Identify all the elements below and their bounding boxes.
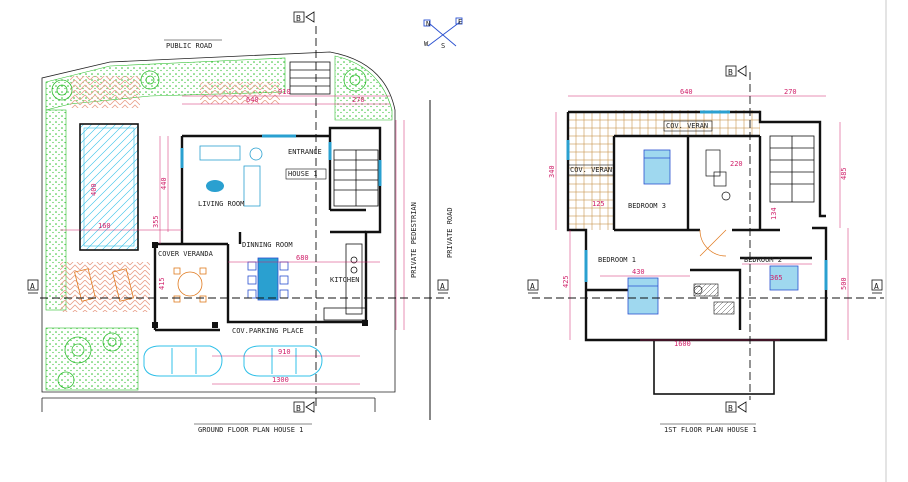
- dim-ff-top-a: 640: [680, 88, 693, 96]
- ff-section-letter-a-right: A: [874, 282, 879, 291]
- dim-ff-small-a: 125: [592, 200, 605, 208]
- tree-icons: [51, 68, 367, 389]
- room-label-parking: COV.PARKING PLACE: [232, 327, 304, 335]
- dim-bottom-a: 910: [278, 348, 291, 356]
- dim-bottom-b: 1300: [272, 376, 289, 384]
- dining-table-icon: [247, 257, 289, 301]
- public-road-label: PUBLIC ROAD: [166, 42, 212, 50]
- dim-ff-right-b: 500: [840, 277, 848, 290]
- room-label-dining: DINNING ROOM: [242, 241, 293, 249]
- first-marker-b-bottom: [725, 401, 747, 413]
- section-marker-a-left: [27, 279, 39, 294]
- house-walls: [153, 126, 382, 332]
- private-pedestrian-label: PRIVATE PEDESTRIAN: [410, 202, 418, 278]
- swimming-pool: [79, 123, 139, 251]
- first-section-lines: [532, 72, 884, 400]
- dim-dining: 680: [296, 254, 309, 262]
- compass-e: E: [458, 18, 462, 26]
- ff-section-letter-a-left: A: [530, 282, 535, 291]
- compass-icon: [423, 17, 463, 47]
- room-label-veranda: COVER VERANDA: [158, 250, 214, 258]
- dim-ff-left-a: 340: [548, 165, 556, 178]
- dim-left-a: 440: [160, 177, 168, 190]
- compass-n: N: [426, 20, 430, 28]
- room-label-living: LIVING ROOM: [198, 200, 244, 208]
- ff-section-letter-b-bottom: B: [728, 404, 733, 413]
- car-icons: [143, 345, 323, 377]
- dimension-lines-ground: [60, 95, 405, 385]
- section-letter-a-right: A: [440, 282, 445, 291]
- property-boundary: [41, 51, 396, 393]
- dim-ff-small-c: 134: [770, 207, 778, 220]
- first-marker-b-top: [725, 65, 747, 77]
- section-marker-b-top: [293, 11, 315, 23]
- section-letter-a-left: A: [30, 282, 35, 291]
- dim-left-b: 355: [152, 215, 160, 228]
- bathroom-fixtures: [693, 149, 731, 295]
- paving-top-right: [200, 82, 280, 104]
- dim-ff-bed1: 430: [632, 268, 645, 276]
- paving-terrace: [60, 262, 150, 312]
- dim-left-c: 415: [158, 277, 166, 290]
- dim-ff-left-b: 425: [562, 275, 570, 288]
- compass-w: W: [424, 40, 429, 48]
- dimension-lines-first: [555, 95, 849, 341]
- wardrobe-icons: [693, 283, 735, 315]
- section-letter-b-bottom: B: [296, 404, 301, 413]
- compass-s: S: [441, 42, 445, 50]
- first-veranda-top: [614, 110, 760, 136]
- first-marker-a-left: [527, 279, 539, 294]
- staircase: [289, 61, 379, 207]
- section-letter-b-top: B: [296, 14, 301, 23]
- coffee-table-icon: [206, 180, 224, 192]
- first-marker-a-right: [871, 279, 883, 294]
- room-label-cov-veranda-left: COV. VERAN: [570, 166, 612, 174]
- sofa-icon: [199, 145, 263, 207]
- section-marker-a-right: [437, 279, 449, 294]
- ff-section-letter-b-top: B: [728, 68, 733, 77]
- paving-top: [70, 76, 140, 108]
- dim-top-c: 910: [278, 88, 291, 96]
- first-floor-plan: COV. VERAN COV. VERAN BEDROOM 3 BEDROOM …: [527, 65, 884, 434]
- dim-top-b: 270: [352, 96, 365, 104]
- dim-pool-w: 160: [98, 222, 111, 230]
- dim-ff-top-b: 270: [784, 88, 797, 96]
- garden-grass-bottom: [45, 327, 139, 391]
- dim-ff-bed2: 365: [770, 274, 783, 282]
- garden-grass-right: [334, 55, 393, 121]
- dim-ff-right-a: 485: [840, 167, 848, 180]
- kitchen-counter: [323, 243, 367, 321]
- room-label-bedroom2: BEDROOM 2: [744, 256, 782, 264]
- door-swings: [699, 229, 727, 257]
- room-label-house: HOUSE 1: [288, 170, 318, 178]
- first-veranda-left: [568, 112, 614, 230]
- dim-ff-bottom: 1600: [674, 340, 691, 348]
- dim-pool-h: 400: [90, 183, 98, 196]
- column-markers: [152, 242, 368, 328]
- room-label-bedroom3: BEDROOM 3: [628, 202, 666, 210]
- room-label-bedroom1: BEDROOM 1: [598, 256, 636, 264]
- veranda-table-icon: [173, 267, 207, 303]
- room-label-kitchen: KITCHEN: [330, 276, 360, 284]
- bed-icons: [627, 149, 799, 315]
- private-road-label: PRIVATE ROAD: [446, 207, 454, 258]
- garden-grass-left: [45, 109, 67, 311]
- room-label-entrance: ENTRANCE: [288, 148, 322, 156]
- first-floor-caption: 1ST FLOOR PLAN HOUSE 1: [664, 426, 757, 434]
- dim-top-a: 640: [246, 96, 259, 104]
- ground-floor-caption: GROUND FLOOR PLAN HOUSE 1: [198, 426, 303, 434]
- section-lines: [40, 26, 450, 406]
- ground-floor-plan: PUBLIC ROAD PRIVATE PEDESTRIAN PRIVATE R…: [27, 11, 463, 434]
- section-marker-b-bottom: [293, 401, 315, 413]
- dim-ff-small-b: 220: [730, 160, 743, 168]
- sun-lounger-icons: [74, 268, 134, 302]
- first-staircase: [769, 135, 815, 203]
- room-label-cov-veranda-top: COV. VERAN: [666, 122, 708, 130]
- first-balcony: [653, 339, 775, 395]
